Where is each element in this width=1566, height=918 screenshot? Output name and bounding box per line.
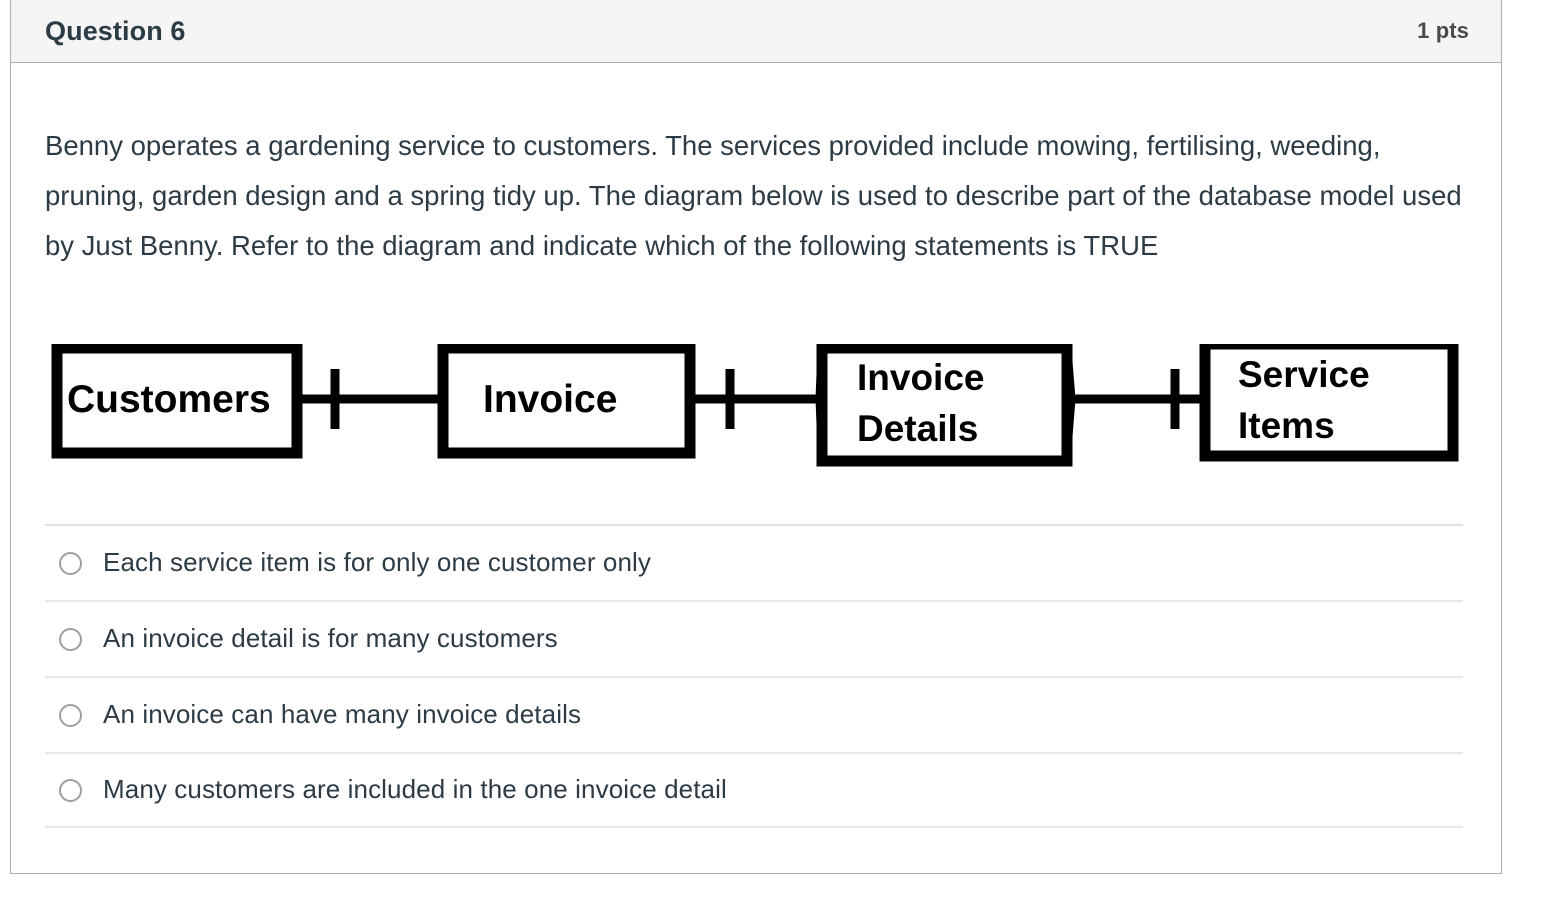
entity-invoice-details-label-line1: Invoice [857, 357, 985, 398]
relationship-invoice-invoicedetails [690, 348, 827, 450]
answer-label-a: Each service item is for only one custom… [103, 547, 652, 578]
er-diagram-svg: Customers Invoice Invoice Details Servic… [51, 344, 1459, 467]
entity-service-items: Service Items [1199, 344, 1459, 462]
question-card: Question 6 1 pts Benny operates a garden… [10, 0, 1502, 874]
entity-invoice-label: Invoice [483, 378, 617, 421]
er-diagram: Customers Invoice Invoice Details Servic… [45, 344, 1465, 484]
radio-button-icon-c[interactable] [59, 703, 82, 727]
entity-customers: Customers [51, 344, 303, 459]
relationship-invoicedetails-serviceitems [1062, 348, 1205, 450]
question-body: Benny operates a gardening service to cu… [11, 64, 1501, 873]
entity-invoice-details: Invoice Details [816, 344, 1073, 467]
answer-label-d: Many customers are included in the one i… [103, 774, 727, 805]
entity-service-items-label-line2: Items [1238, 405, 1335, 446]
answer-option-c[interactable]: An invoice can have many invoice details [45, 676, 1463, 752]
radio-button-icon-b[interactable] [59, 627, 82, 651]
entity-customers-label: Customers [67, 378, 271, 421]
entity-invoice: Invoice [437, 344, 696, 459]
relationship-customers-invoice [293, 348, 450, 450]
answers-list: Each service item is for only one custom… [45, 524, 1463, 828]
entity-invoice-details-label-line2: Details [857, 408, 978, 449]
answer-option-b[interactable]: An invoice detail is for many customers [45, 600, 1463, 676]
answer-label-c: An invoice can have many invoice details [103, 699, 582, 730]
answer-option-d[interactable]: Many customers are included in the one i… [45, 752, 1463, 828]
radio-button-icon-d[interactable] [59, 778, 82, 802]
answer-option-a[interactable]: Each service item is for only one custom… [45, 524, 1463, 600]
question-header: Question 6 1 pts [11, 0, 1501, 63]
radio-button-icon-a[interactable] [59, 551, 82, 575]
question-title: Question 6 [45, 15, 186, 46]
answer-label-b: An invoice detail is for many customers [103, 623, 558, 654]
question-points-badge: 1 pts [1417, 18, 1469, 43]
question-prompt-text: Benny operates a gardening service to cu… [45, 130, 1462, 261]
entity-service-items-label-line1: Service [1238, 354, 1370, 395]
